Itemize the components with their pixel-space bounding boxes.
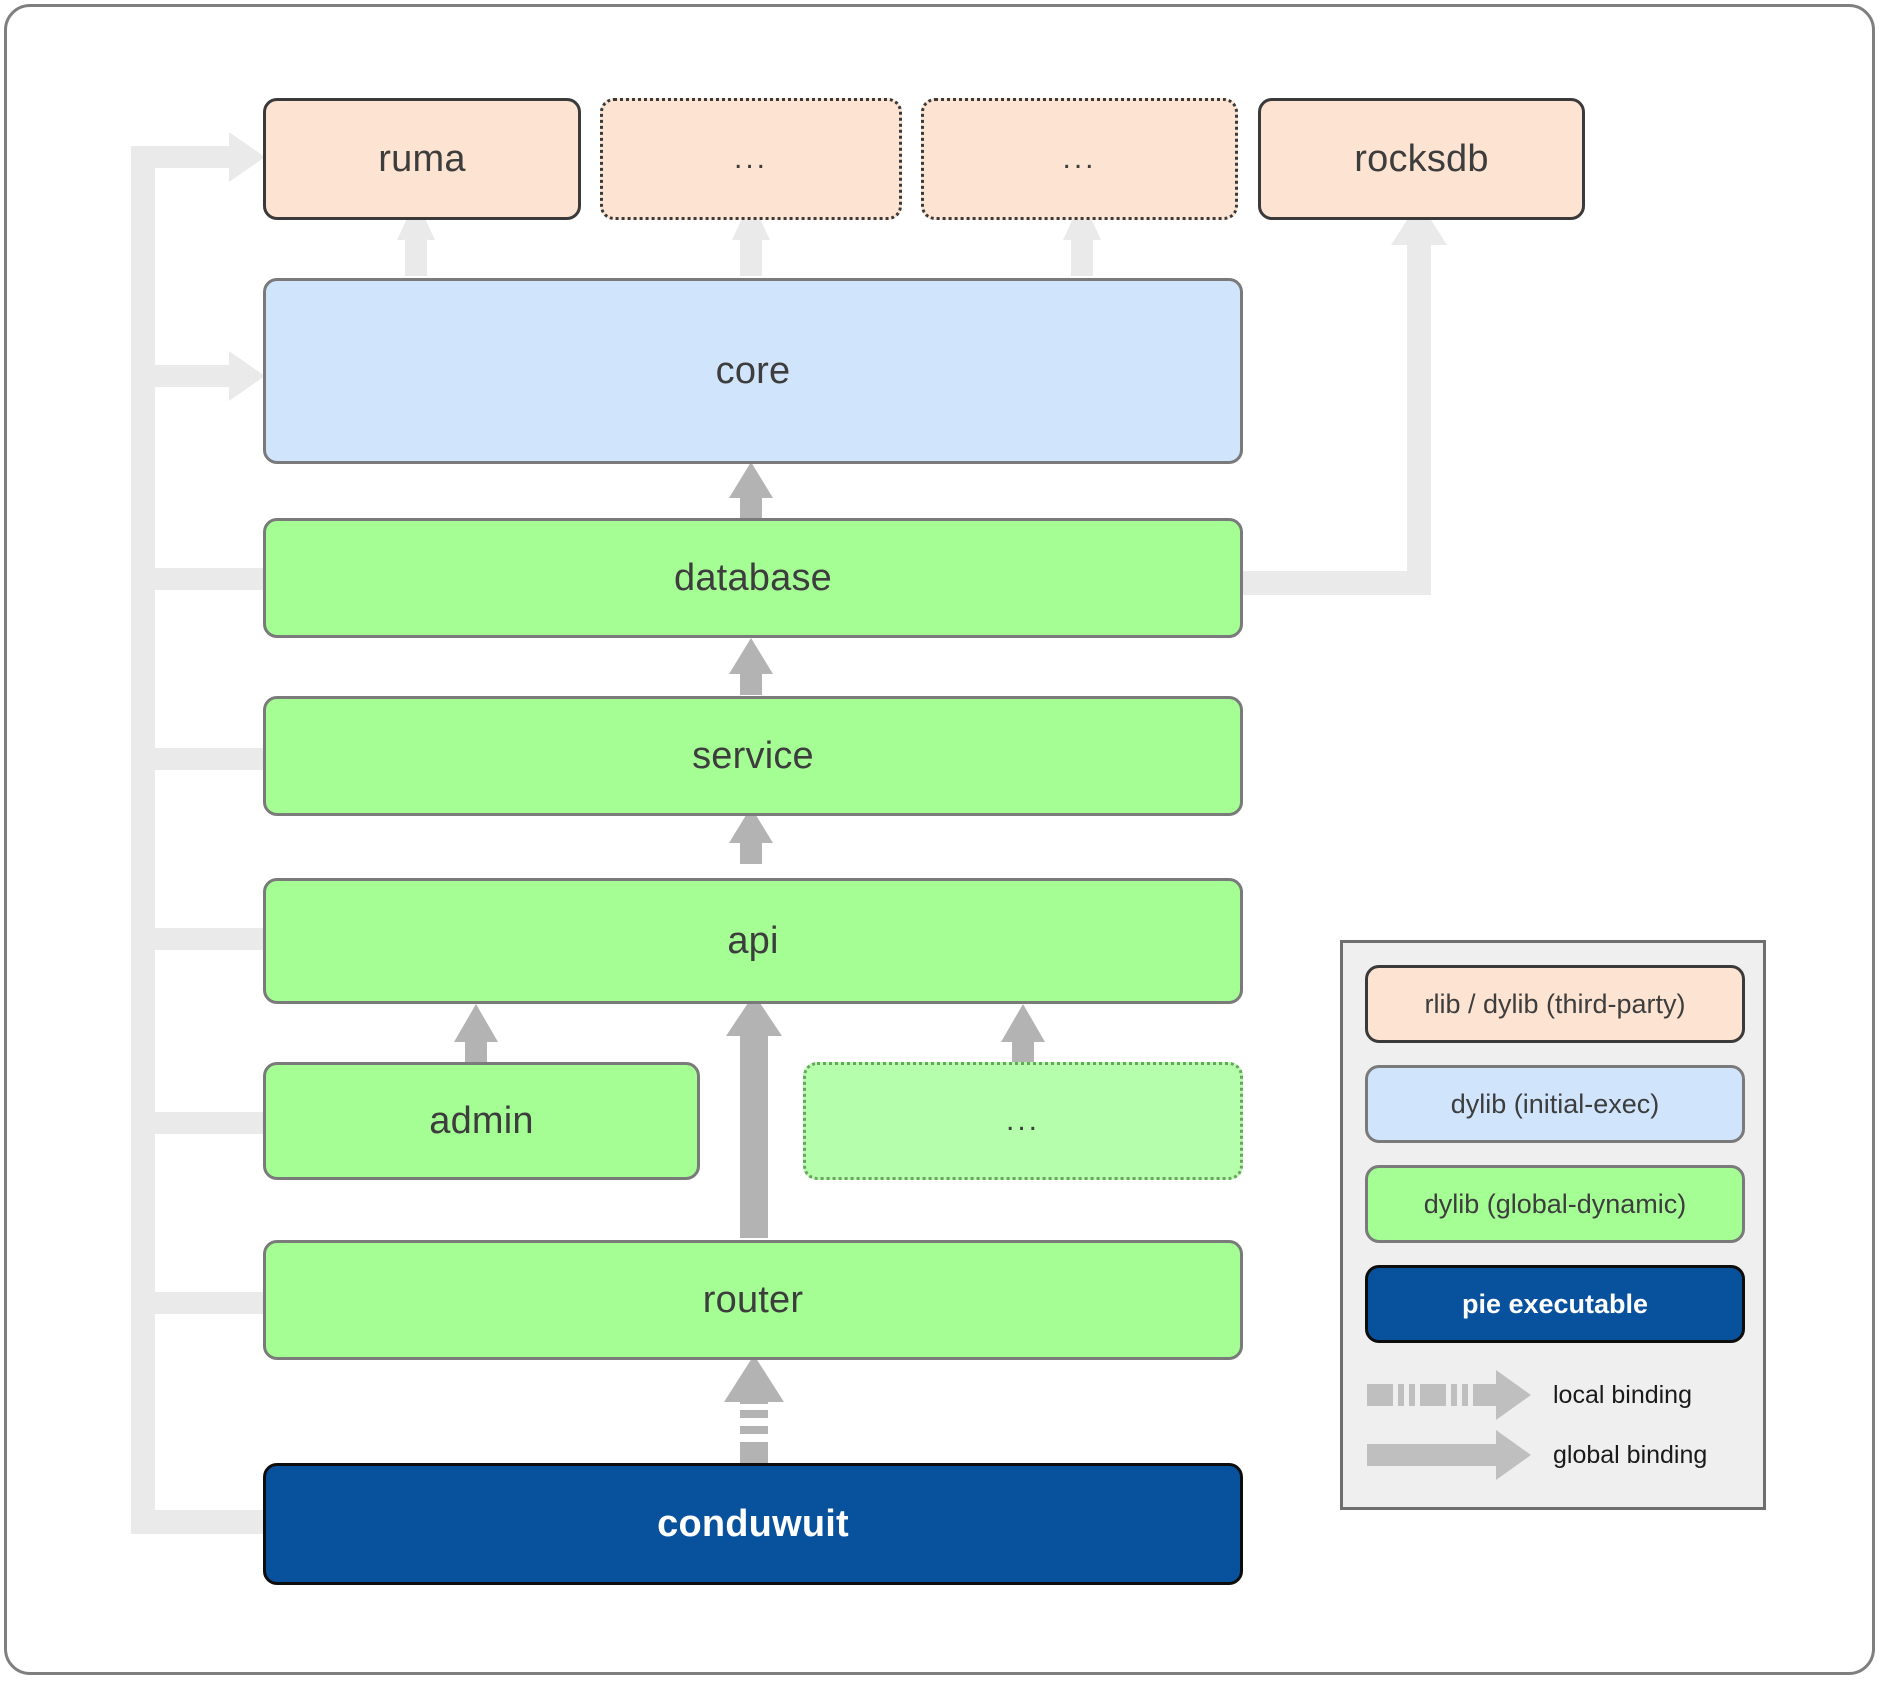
node-conduwuit[interactable]: conduwuit bbox=[263, 1463, 1243, 1585]
node-router[interactable]: router bbox=[263, 1240, 1243, 1360]
legend-label-initial-exec: dylib (initial-exec) bbox=[1450, 1088, 1660, 1119]
node-admin-label: admin bbox=[429, 1099, 534, 1142]
spine-arrowhead-core bbox=[229, 351, 265, 401]
edge-core-to-thirdparty bbox=[397, 199, 1101, 276]
stack-arrows bbox=[454, 462, 1045, 1238]
legend-label-global-binding: global binding bbox=[1553, 1440, 1708, 1469]
global-binding-arrow-icon bbox=[1367, 1430, 1531, 1480]
node-ruma[interactable]: ruma bbox=[263, 98, 581, 220]
legend-swatch-third-party: rlib / dylib (third-party) bbox=[1365, 965, 1745, 1043]
legend-label-local-binding: local binding bbox=[1553, 1380, 1692, 1409]
node-router-label: router bbox=[702, 1278, 804, 1321]
node-third-party-extra-2[interactable]: ... bbox=[921, 98, 1238, 220]
legend-label-third-party: rlib / dylib (third-party) bbox=[1424, 988, 1686, 1019]
legend-row-local-binding: local binding bbox=[1365, 1368, 1747, 1422]
node-third-party-extra-1[interactable]: ... bbox=[600, 98, 902, 220]
spine-arrowhead-ruma bbox=[229, 132, 265, 182]
node-api-extra[interactable]: ... bbox=[803, 1062, 1243, 1180]
node-third-party-extra-2-label: ... bbox=[1062, 142, 1097, 175]
node-api[interactable]: api bbox=[263, 878, 1243, 1004]
node-core[interactable]: core bbox=[263, 278, 1243, 464]
legend-label-global-dynamic: dylib (global-dynamic) bbox=[1423, 1188, 1687, 1219]
edge-conduwuit-router-local bbox=[724, 1355, 784, 1466]
node-api-extra-label: ... bbox=[1005, 1104, 1040, 1137]
node-rocksdb-label: rocksdb bbox=[1354, 137, 1489, 180]
legend-swatch-initial-exec: dylib (initial-exec) bbox=[1365, 1065, 1745, 1143]
legend-row-global-binding: global binding bbox=[1365, 1428, 1747, 1482]
node-core-label: core bbox=[715, 349, 791, 392]
legend-swatch-global-dynamic: dylib (global-dynamic) bbox=[1365, 1165, 1745, 1243]
legend-swatch-pie-executable: pie executable bbox=[1365, 1265, 1745, 1343]
node-admin[interactable]: admin bbox=[263, 1062, 700, 1180]
node-service-label: service bbox=[692, 734, 814, 777]
node-database[interactable]: database bbox=[263, 518, 1243, 638]
local-binding-arrow-icon bbox=[1367, 1370, 1531, 1420]
node-third-party-extra-1-label: ... bbox=[733, 142, 768, 175]
legend-panel: rlib / dylib (third-party) dylib (initia… bbox=[1340, 940, 1766, 1510]
node-service[interactable]: service bbox=[263, 696, 1243, 816]
conduwuit-global-spine bbox=[131, 146, 271, 1534]
legend-label-pie-executable: pie executable bbox=[1461, 1288, 1649, 1319]
node-rocksdb[interactable]: rocksdb bbox=[1258, 98, 1585, 220]
node-conduwuit-label: conduwuit bbox=[657, 1502, 849, 1545]
node-database-label: database bbox=[674, 556, 832, 599]
node-api-label: api bbox=[727, 919, 779, 962]
edge-database-rocksdb bbox=[1239, 245, 1431, 595]
arrowhead-rocksdb bbox=[1391, 201, 1447, 245]
node-ruma-label: ruma bbox=[378, 137, 466, 180]
